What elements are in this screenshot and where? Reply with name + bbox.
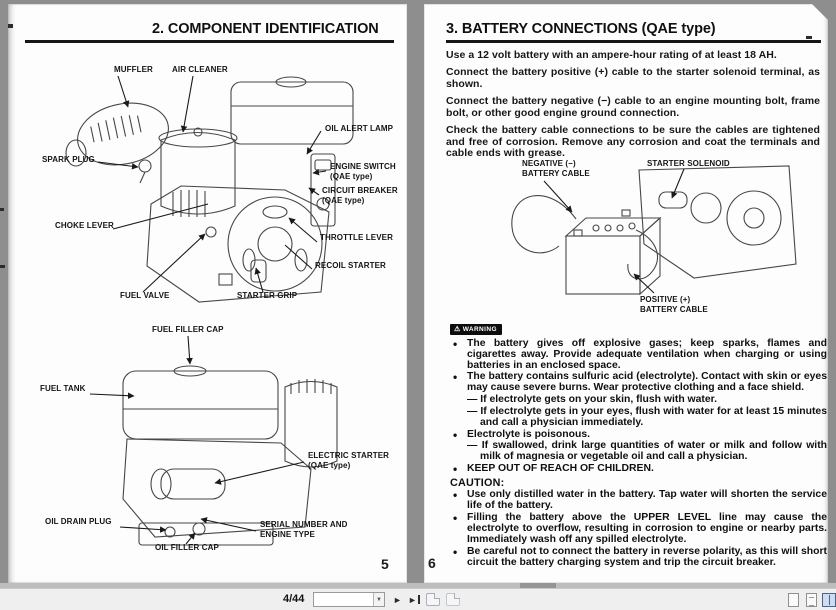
diagram-label: ENGINE SWITCH (QAE type) — [330, 162, 396, 182]
leader-lines — [89, 335, 305, 545]
paragraph: Connect the battery negative (−) cable t… — [446, 95, 820, 119]
paragraph: Check the battery cable connections to b… — [446, 124, 820, 160]
page-number-combobox[interactable]: ▼ — [313, 592, 385, 607]
diagram-label: THROTTLE LEVER — [320, 233, 393, 242]
continuous-view-button[interactable] — [806, 593, 817, 607]
section-paragraphs: Use a 12 volt battery with an ampere-hou… — [446, 49, 820, 166]
diagram-label: POSITIVE (+) BATTERY CABLE — [640, 295, 708, 315]
paragraph: Use a 12 volt battery with an ampere-hou… — [446, 49, 777, 61]
engine-front-diagram — [65, 75, 354, 303]
diagram-label: SPARK PLUG — [42, 155, 95, 164]
caution-section: CAUTION: Use only distilled water in the… — [450, 477, 827, 569]
scan-mark — [806, 36, 812, 39]
facing-pages-view-button[interactable] — [822, 593, 836, 607]
diagram-label: NEGATIVE (−) BATTERY CABLE — [522, 159, 590, 179]
page-number: 6 — [428, 555, 436, 571]
diagram-label: STARTER GRIP — [237, 291, 298, 300]
diagram-label: OIL DRAIN PLUG — [45, 517, 112, 526]
next-page-icon: ► — [393, 594, 402, 605]
chevron-down-icon[interactable]: ▼ — [373, 593, 384, 606]
diagram-label: AIR CLEANER — [172, 65, 228, 74]
diagram-label: SERIAL NUMBER AND ENGINE TYPE — [260, 520, 348, 540]
leader-lines — [543, 168, 685, 294]
diagram-label: FUEL TANK — [40, 384, 86, 393]
manual-page-left: 2. COMPONENT IDENTIFICATION — [8, 4, 407, 583]
diagram-label: CHOKE LEVER — [55, 221, 114, 230]
warning-item: KEEP OUT OF REACH OF CHILDREN. — [450, 463, 827, 475]
next-view-button[interactable] — [446, 593, 460, 606]
caution-item: Filling the battery above the UPPER LEVE… — [450, 512, 827, 546]
page-number-input[interactable] — [314, 593, 373, 606]
diagram-label: OIL FILLER CAP — [155, 543, 219, 552]
manual-page-right: 3. BATTERY CONNECTIONS (QAE type) Use a … — [424, 4, 828, 583]
battery-connection-diagram — [511, 165, 797, 296]
caution-heading: CAUTION: — [450, 477, 505, 489]
last-page-bar — [417, 595, 420, 604]
warning-badge: ⚠ WARNING — [450, 324, 502, 335]
page-indicator: 4/44 — [283, 593, 305, 605]
diagram-label: ELECTRIC STARTER (QAE type) — [308, 451, 390, 471]
engine-front-drawing — [65, 76, 354, 303]
warning-subitem: — If electrolyte gets in your eyes, flus… — [467, 405, 827, 428]
caution-item: Use only distilled water in the battery.… — [450, 489, 827, 512]
diagram-label: STARTER SOLENOID — [647, 159, 730, 168]
diagram-label: RECOIL STARTER — [315, 261, 386, 270]
caution-item: Be careful not to connect the battery in… — [450, 546, 827, 569]
leader-lines — [97, 75, 327, 293]
warning-subitem: — If swallowed, drink large quantities o… — [467, 440, 827, 463]
last-page-icon: ► — [408, 594, 417, 605]
title-rule — [446, 40, 821, 43]
engine-rear-diagram — [89, 335, 338, 546]
single-page-view-button[interactable] — [788, 593, 799, 607]
title-rule — [25, 40, 394, 43]
diagram-label: MUFFLER — [114, 65, 153, 74]
scan-mark — [0, 265, 5, 268]
warning-item: The battery contains sulfuric acid (elec… — [450, 371, 827, 394]
page-corner-fold — [812, 4, 828, 20]
diagram-label: OIL ALERT LAMP — [325, 124, 394, 133]
warning-item: The battery gives off explosive gases; k… — [450, 338, 827, 371]
warning-badge-label: WARNING — [462, 326, 497, 333]
warning-subitem: — If electrolyte gets on your skin, flus… — [467, 394, 718, 406]
battery-drawing — [511, 165, 797, 296]
warning-icon: ⚠ — [454, 326, 461, 333]
warning-list: The battery gives off explosive gases; k… — [450, 338, 827, 476]
diagram-label: FUEL FILLER CAP — [152, 325, 224, 334]
warning-item: Electrolyte is poisonous. — [450, 429, 827, 441]
paragraph: Connect the battery positive (+) cable t… — [446, 66, 820, 90]
page-number: 5 — [381, 556, 389, 572]
diagram-label: FUEL VALVE — [120, 291, 170, 300]
page-title: 2. COMPONENT IDENTIFICATION — [152, 21, 379, 37]
last-page-button[interactable]: ► — [408, 592, 420, 607]
horizontal-scrollbar[interactable] — [0, 583, 836, 588]
scan-mark — [0, 208, 4, 211]
engine-rear-drawing — [122, 365, 338, 546]
scrollbar-thumb[interactable] — [520, 583, 556, 588]
diagram-label: CIRCUIT BREAKER (QAE type) — [322, 186, 398, 206]
next-page-button[interactable]: ► — [393, 592, 402, 607]
scan-mark — [8, 24, 13, 28]
previous-view-button[interactable] — [426, 593, 440, 606]
viewer-toolbar: 4/44 ▼ ► ► — [0, 588, 836, 610]
page-title: 3. BATTERY CONNECTIONS (QAE type) — [446, 21, 716, 37]
